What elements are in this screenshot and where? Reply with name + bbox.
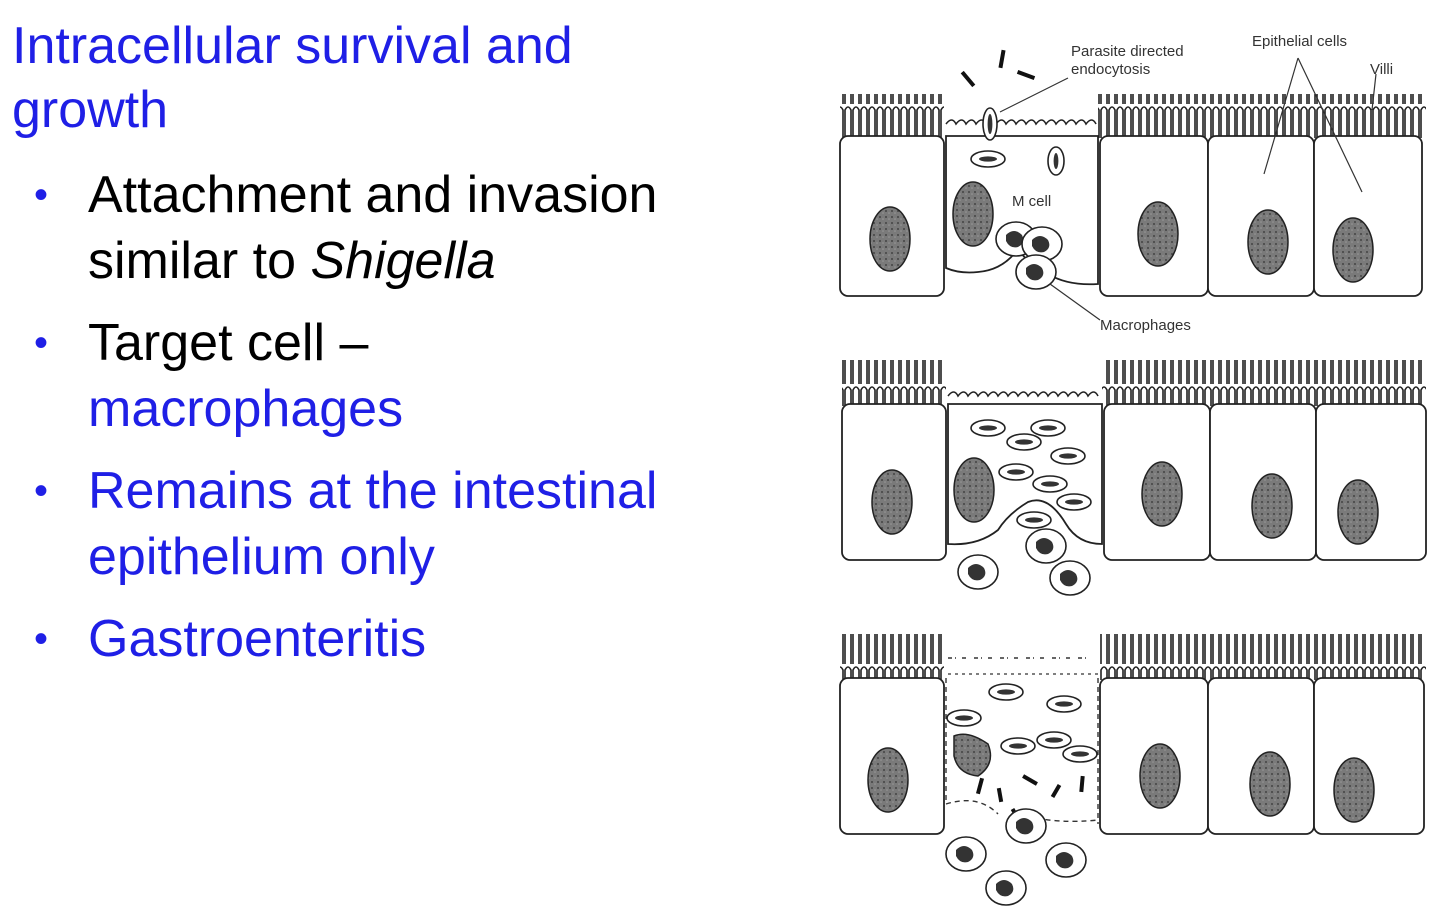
villi-shape xyxy=(1100,634,1426,680)
label-parasite: Parasite directed xyxy=(1071,43,1184,60)
villi-shape xyxy=(840,94,944,138)
bullet-text-cont: similar to xyxy=(88,232,311,290)
bullet-item-remains: • Remains at the intestinal epithelium o… xyxy=(34,458,794,590)
bullet-dot: • xyxy=(34,469,49,513)
bullet-list: • Attachment and invasion similar to Shi… xyxy=(34,162,794,688)
label-villi: Villi xyxy=(1370,61,1393,78)
panel-2 xyxy=(841,360,1427,596)
bullet-item-attachment: • Attachment and invasion similar to Shi… xyxy=(34,162,794,294)
bullet-dot: • xyxy=(34,321,49,365)
panel-1: Parasite directed endocytosis Epithelial… xyxy=(839,33,1426,334)
villi-shape xyxy=(842,360,946,406)
diagram-svg: Parasite directed endocytosis Epithelial… xyxy=(839,33,1427,906)
bullet-item-target-cell: • Target cell – macrophages xyxy=(34,310,794,442)
infection-diagram: Parasite directed endocytosis Epithelial… xyxy=(828,24,1432,914)
villi-shape xyxy=(1102,360,1426,406)
bullet-item-gastroenteritis: • Gastroenteritis xyxy=(34,606,794,672)
bullet-dot: • xyxy=(34,617,49,661)
bullet-dot: • xyxy=(34,173,49,217)
bullet-text-cont: epithelium only xyxy=(88,528,435,586)
label-macrophages: Macrophages xyxy=(1100,317,1191,334)
bullet-text: Remains at the intestinal xyxy=(88,462,658,520)
villi-shape xyxy=(840,634,944,680)
title-line-1: Intracellular survival and xyxy=(12,17,573,75)
bullet-text: Attachment and invasion xyxy=(88,166,658,224)
m-cell-microfolds xyxy=(945,119,1097,126)
bullet-text-italic: Shigella xyxy=(310,232,496,290)
slide-title: Intracellular survival and growth xyxy=(12,14,772,142)
villi-shape xyxy=(1098,94,1426,138)
bullet-text-cont: macrophages xyxy=(88,380,404,438)
label-epithelial: Epithelial cells xyxy=(1252,33,1347,50)
label-m-cell: M cell xyxy=(1012,193,1051,210)
bullet-text: Target cell – xyxy=(88,314,369,372)
m-cell-microfolds xyxy=(947,391,1099,398)
panel-3 xyxy=(839,634,1426,906)
bullet-text: Gastroenteritis xyxy=(88,610,427,668)
title-line-2: growth xyxy=(12,81,169,139)
label-endocytosis: endocytosis xyxy=(1071,61,1150,78)
destroyed-m-cell xyxy=(945,678,1099,824)
